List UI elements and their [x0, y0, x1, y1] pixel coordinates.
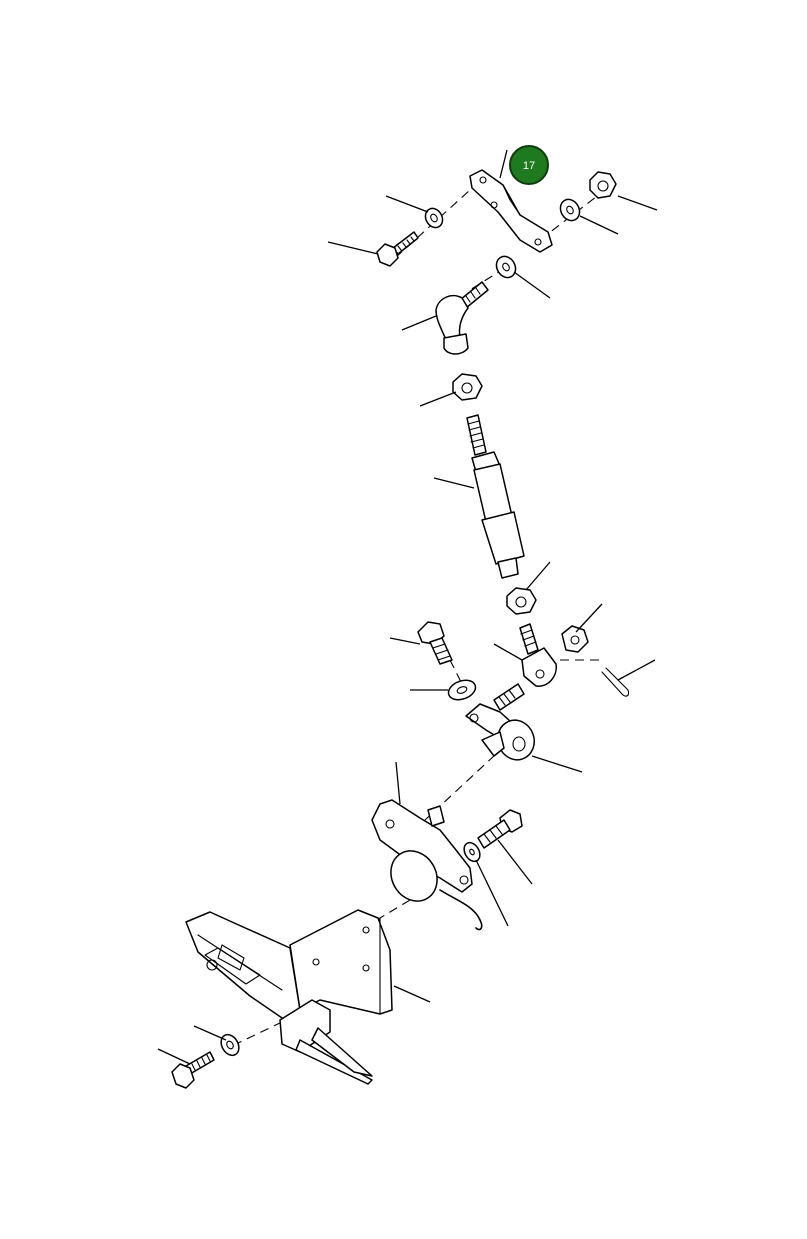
mounting-bracket-part — [185, 909, 393, 1085]
position-sensor-part — [371, 799, 483, 931]
washer-part — [424, 207, 444, 229]
callout-badge[interactable]: 17 — [509, 145, 549, 185]
ball-joint-part — [435, 281, 489, 355]
callout-circle — [509, 145, 549, 185]
washer-part — [220, 1033, 240, 1057]
lever-arm-part — [465, 683, 535, 761]
lever-bracket-part — [469, 169, 553, 253]
washer-part — [559, 198, 581, 222]
ball-stud-part — [519, 623, 557, 687]
washer-part — [495, 255, 517, 279]
washer-part — [447, 679, 477, 701]
assembly-axis-line — [539, 189, 606, 241]
hex-bolt-part — [171, 1051, 215, 1089]
assembly-axis-line — [235, 1021, 283, 1045]
hex-bolt-part — [417, 621, 453, 665]
hex-bolt-part — [477, 809, 523, 849]
leader-lines — [157, 149, 658, 1065]
hex-nut-part — [589, 171, 617, 199]
hex-bolt-part — [376, 231, 419, 267]
callout-label: 17 — [523, 160, 535, 172]
cotter-pin-part — [601, 667, 630, 697]
damper-rod-part — [466, 414, 525, 579]
hex-nut-part — [452, 373, 483, 401]
hex-nut-part — [506, 587, 537, 615]
castle-nut-part — [561, 625, 589, 653]
